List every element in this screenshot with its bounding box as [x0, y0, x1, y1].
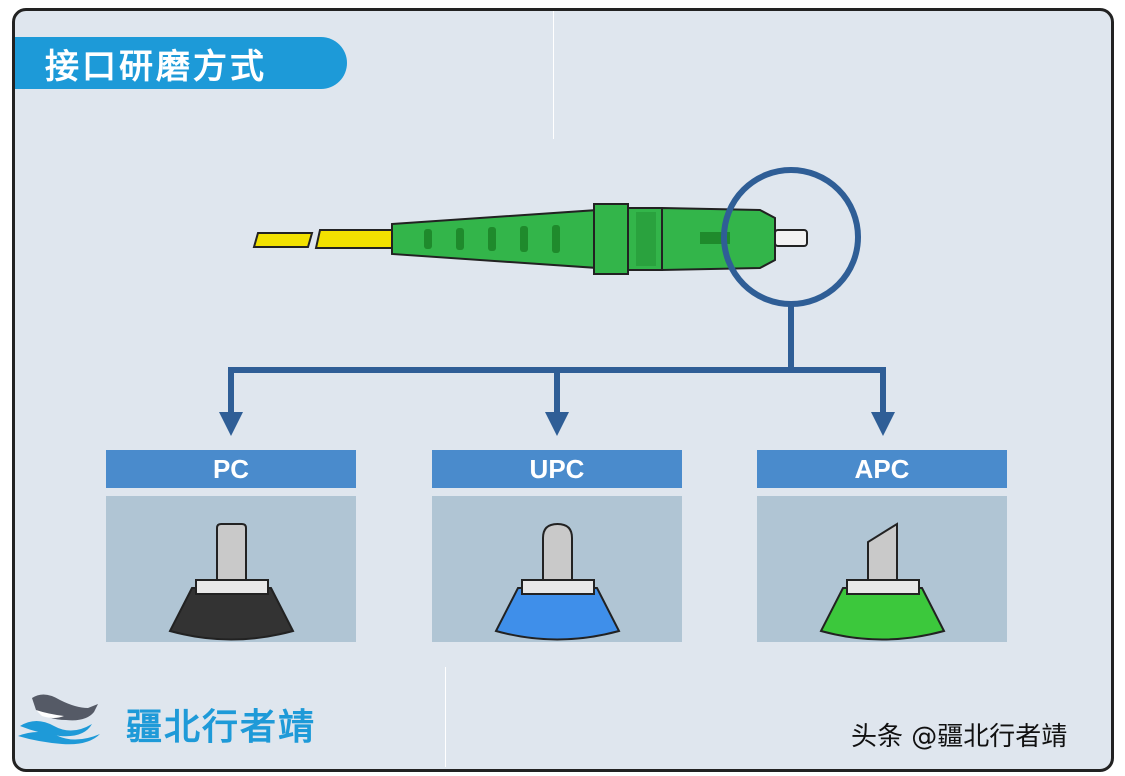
brand-logo: 疆北行者靖: [14, 686, 314, 748]
brand-name: 疆北行者靖: [126, 707, 317, 748]
guide-line-top: [553, 11, 554, 139]
fiber-cable: [252, 229, 401, 249]
pc-ferrule-icon: [168, 523, 295, 641]
connector-body: [593, 203, 776, 275]
title-banner: [15, 37, 347, 89]
arrow-head-apc: [871, 412, 895, 436]
arrow-head-upc: [545, 412, 569, 436]
apc-ferrule-icon: [819, 522, 946, 641]
panel-label-pc: PC: [106, 450, 356, 488]
connector-boot: [391, 208, 599, 270]
page-title: 接口研磨方式: [45, 47, 267, 87]
panel-label-apc: APC: [757, 450, 1007, 488]
whale-wave-icon: [18, 694, 100, 745]
diagram-frame: 接口研磨方式: [12, 8, 1114, 772]
upc-ferrule-icon: [494, 522, 621, 641]
arrow-head-pc: [219, 412, 243, 436]
ferrule: [774, 229, 808, 247]
guide-line-bottom: [445, 667, 446, 767]
panel-label-upc: UPC: [432, 450, 682, 488]
branch-arrows: [228, 304, 886, 418]
watermark-text: 头条 @疆北行者靖: [851, 722, 1068, 752]
